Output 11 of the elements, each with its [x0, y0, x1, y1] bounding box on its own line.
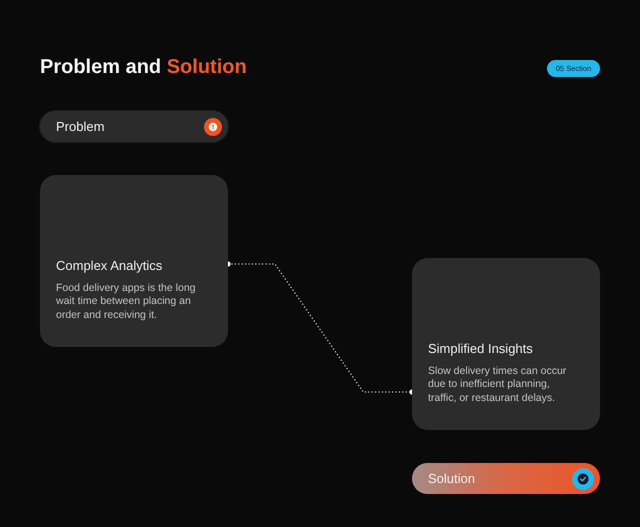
section-header-bar [40, 111, 228, 142]
card-title: Simplified Insights [428, 340, 534, 356]
heading-label: Solution [428, 470, 475, 486]
page-title: Problem and Solution [40, 55, 247, 79]
card-title: Complex Analytics [56, 258, 164, 274]
section-header-bar [412, 463, 600, 494]
card-description: Slow delivery times can occur due to inefficient planning, traffic, or restaurant delays. [428, 364, 568, 405]
info-card [412, 258, 600, 430]
card-description: Food delivery apps is the long wait time between placing an order and receiving it. [56, 282, 196, 322]
info-card [40, 175, 228, 347]
heading-label: Problem [56, 118, 104, 134]
